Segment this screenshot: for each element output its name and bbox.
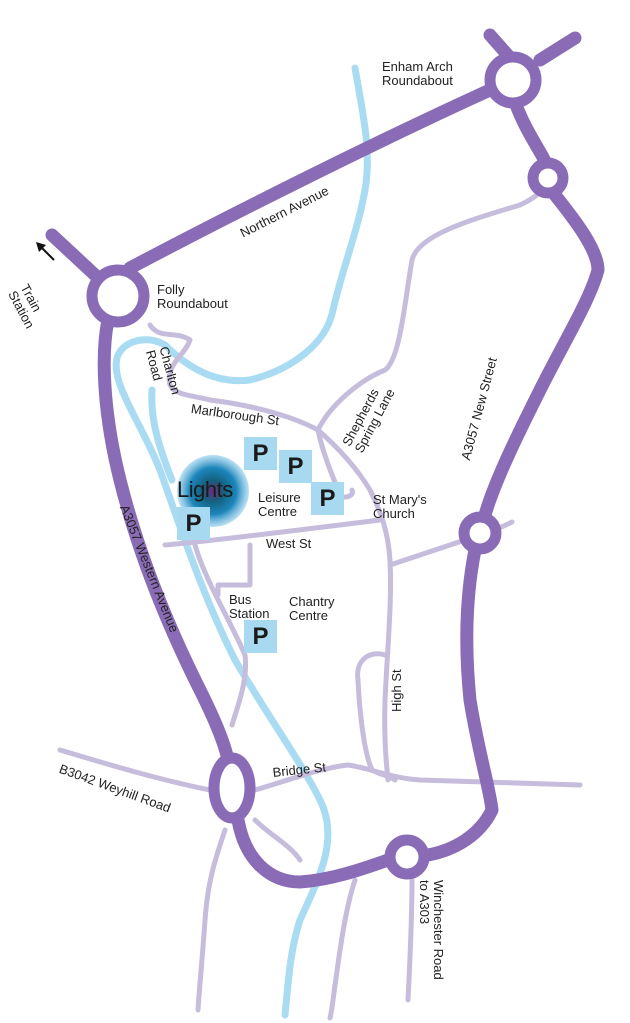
parking-icon: P	[244, 437, 277, 470]
river	[112, 64, 371, 1019]
label-bus-station: Bus Station	[229, 592, 270, 621]
label-folly-roundabout: Folly Roundabout	[157, 282, 228, 311]
winchester-road-roundabout	[384, 834, 430, 880]
label-st-marys-church: St Mary's Church	[373, 492, 427, 521]
train-station-arrow-icon	[36, 242, 55, 261]
new-street-roundabout	[458, 511, 502, 555]
small-roundabout-ne	[527, 157, 569, 199]
parking-icon: P	[244, 620, 277, 653]
parking-icon: P	[177, 507, 210, 540]
western-avenue-roundabout	[208, 752, 256, 824]
venue-name: Lights	[177, 477, 233, 502]
label-west-st: West St	[266, 536, 312, 551]
parking-icon: P	[279, 450, 312, 483]
label-enham-arch-roundabout: Enham Arch Roundabout	[382, 59, 453, 88]
label-leisure-centre: Leisure Centre	[258, 490, 301, 519]
enham-arch-roundabout	[484, 51, 542, 109]
parking-icon: P	[311, 482, 344, 515]
label-winchester-road: Winchester Road to A303	[417, 880, 446, 980]
label-chantry-centre: Chantry Centre	[289, 594, 335, 623]
label-high-st: High St	[389, 669, 404, 712]
roundabouts	[86, 51, 569, 880]
folly-roundabout	[86, 264, 150, 328]
